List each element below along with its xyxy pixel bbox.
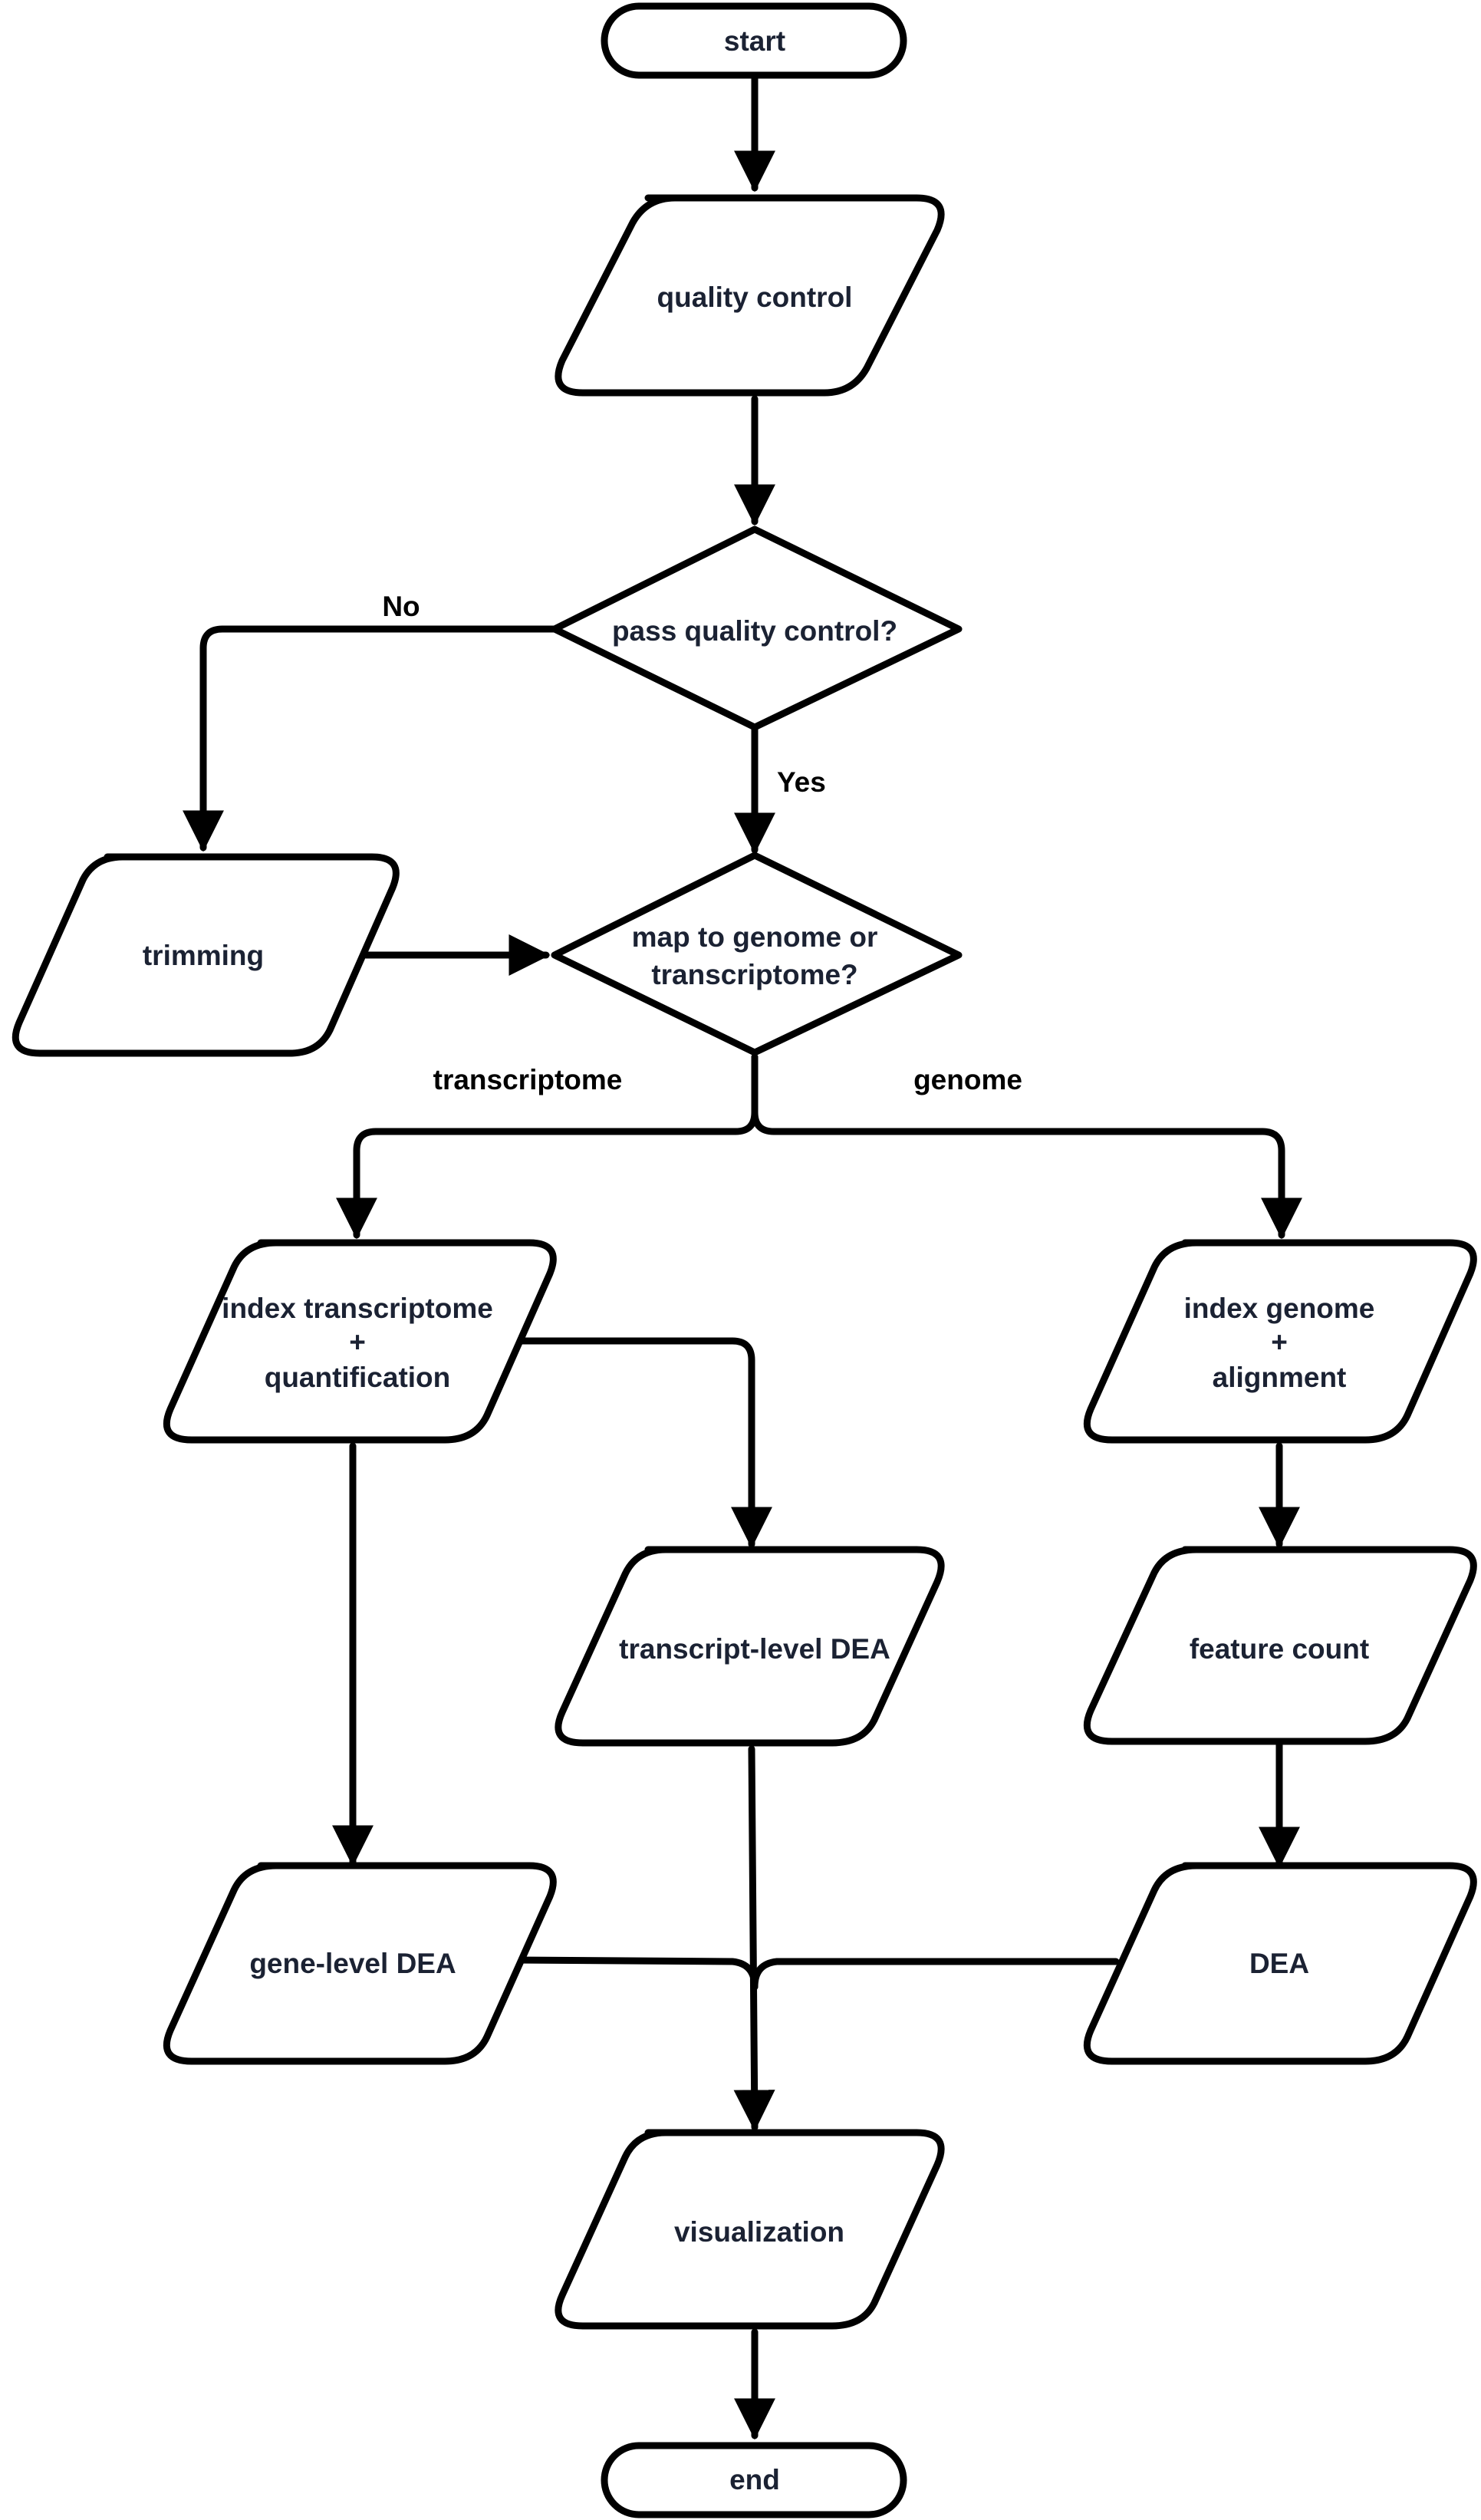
edge-index-transcriptome-to-transcript-dea (510, 1337, 772, 1549)
edge-map-to-genome (751, 1053, 1302, 1240)
node-trimming: trimming (12, 853, 400, 1057)
node-trimming-label: trimming (143, 940, 264, 971)
edge-label-genome: genome (913, 1064, 1022, 1095)
node-visualization-label: visualization (674, 2216, 844, 2248)
edge-dea-to-visualization (751, 1958, 1120, 1991)
node-map-genome-or-transcriptome: map to genome or transcriptome? (551, 852, 963, 1056)
node-feature-count: feature count (1084, 1546, 1477, 1745)
node-quality-control: quality control (555, 194, 945, 397)
node-visualization: visualization (555, 2129, 945, 2330)
edge-label-transcriptome: transcriptome (433, 1064, 623, 1095)
node-pass-quality-control: pass quality control? (551, 525, 963, 731)
node-transcript-dea-label: transcript-level DEA (619, 1633, 890, 1665)
node-dea: DEA (1084, 1862, 1477, 2065)
node-gene-level-dea: gene-level DEA (163, 1862, 557, 2065)
node-map-choice-line2: transcriptome? (651, 959, 857, 990)
edges (183, 71, 1302, 2440)
node-gene-dea-label: gene-level DEA (249, 1948, 456, 1979)
node-index-transcriptome-line3: quantification (265, 1362, 451, 1393)
node-index-transcriptome-line1: index transcriptome (222, 1293, 493, 1324)
node-index-genome-line3: alignment (1213, 1362, 1347, 1393)
node-start-label: start (724, 25, 785, 57)
node-end-label: end (729, 2464, 780, 2495)
edge-labels: No Yes transcriptome genome (382, 591, 1022, 1095)
node-feature-count-label: feature count (1190, 1633, 1369, 1665)
node-index-genome: index genome + alignment (1084, 1239, 1477, 1444)
edge-label-no: No (382, 591, 420, 622)
edge-label-yes: Yes (777, 766, 826, 798)
node-index-genome-line1: index genome (1184, 1293, 1375, 1324)
node-start: start (601, 2, 907, 79)
node-index-transcriptome: index transcriptome + quantification (163, 1239, 557, 1444)
node-dea-label: DEA (1249, 1948, 1309, 1979)
node-pass-qc-label: pass quality control? (612, 615, 897, 647)
edge-transcript-dea-to-visualization (733, 1745, 775, 2132)
edge-gene-dea-to-visualization (510, 1956, 759, 1991)
edge-pass-no-to-trimming (183, 625, 558, 852)
node-index-transcriptome-line2: + (349, 1326, 366, 1358)
node-quality-control-label: quality control (657, 282, 853, 313)
node-end: end (601, 2442, 907, 2518)
node-index-genome-line2: + (1271, 1326, 1288, 1358)
node-transcript-level-dea: transcript-level DEA (555, 1546, 945, 1747)
node-map-choice-line1: map to genome or (632, 921, 878, 953)
